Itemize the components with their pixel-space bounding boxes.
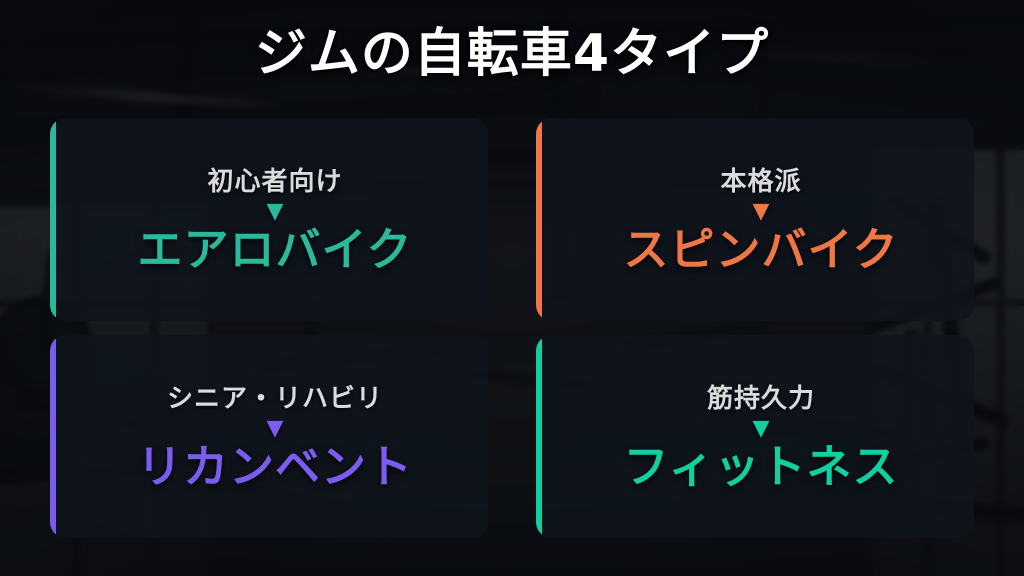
card-accent-bar	[50, 335, 56, 538]
card-recumbent[interactable]: シニア・リハビリ ▼ リカンベント	[50, 335, 488, 538]
card-label: 筋持久力	[706, 384, 815, 415]
down-triangle-icon: ▼	[266, 199, 284, 225]
card-title: フィットネス	[623, 440, 899, 494]
card-fitnessbike[interactable]: 筋持久力 ▼ フィットネス	[536, 335, 974, 538]
card-label: シニア・リハビリ	[166, 384, 383, 415]
card-accent-bar	[50, 118, 56, 321]
card-label: 初心者向け	[207, 167, 343, 198]
down-triangle-icon: ▼	[752, 416, 770, 442]
down-triangle-icon: ▼	[752, 199, 770, 225]
down-triangle-icon: ▼	[266, 416, 284, 442]
card-accent-bar	[536, 335, 542, 538]
bike-type-grid: 初心者向け ▼ エアロバイク 本格派 ▼ スピンバイク シニア・リハビリ ▼ リ…	[50, 118, 974, 538]
card-title: エアロバイク	[137, 223, 413, 277]
page-title: ジムの自転車4タイプ	[254, 24, 770, 84]
card-accent-bar	[536, 118, 542, 321]
card-title: スピンバイク	[623, 223, 899, 277]
card-label: 本格派	[720, 167, 802, 198]
card-spinbike[interactable]: 本格派 ▼ スピンバイク	[536, 118, 974, 321]
card-title: リカンベント	[136, 440, 413, 494]
card-aerobike[interactable]: 初心者向け ▼ エアロバイク	[50, 118, 488, 321]
